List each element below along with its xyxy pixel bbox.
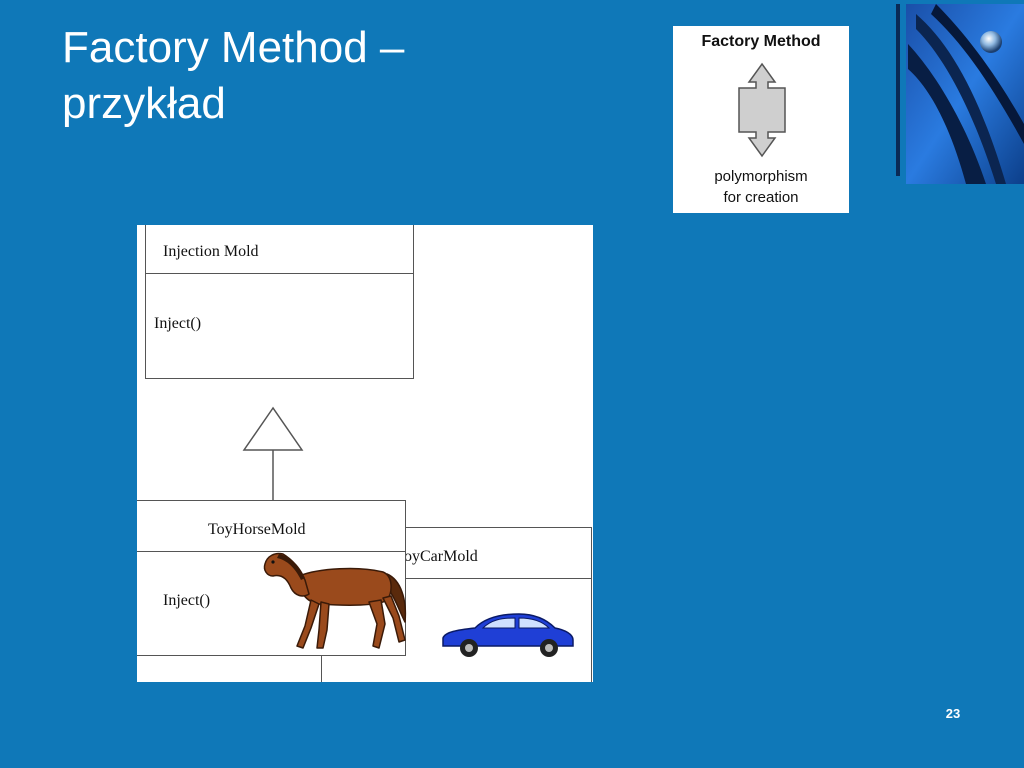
pattern-caption-line2: for creation: [723, 189, 799, 206]
double-arrow-icon: [738, 62, 786, 158]
slide-title-line1: Factory Method –: [62, 23, 405, 72]
slide-title: Factory Method – przykład: [62, 20, 404, 132]
slide-title-line2: przykład: [62, 79, 226, 128]
pattern-card: Factory Method polymorphism for creation: [673, 26, 849, 213]
uml-class-name: Injection Mold: [163, 243, 259, 260]
pattern-caption: polymorphism for creation: [673, 166, 849, 208]
car-image: [442, 613, 574, 657]
decorative-corner-image: [896, 4, 1024, 184]
uml-class-name: ToyHorseMold: [208, 521, 306, 538]
uml-class-method: Inject(): [154, 315, 202, 332]
page-number: 23: [945, 706, 961, 721]
pattern-caption-line1: polymorphism: [714, 168, 808, 185]
horse-image: [263, 552, 407, 649]
uml-class-name: oyCarMold: [404, 548, 478, 565]
inheritance-arrow: [242, 406, 304, 501]
uml-class-method: Inject(): [163, 592, 211, 609]
uml-diagram: Injection Mold Inject() oyCarMold ToyHor…: [137, 225, 593, 682]
uml-class-injection-mold: Injection Mold Inject(): [145, 225, 414, 379]
pattern-name: Factory Method: [701, 33, 821, 50]
